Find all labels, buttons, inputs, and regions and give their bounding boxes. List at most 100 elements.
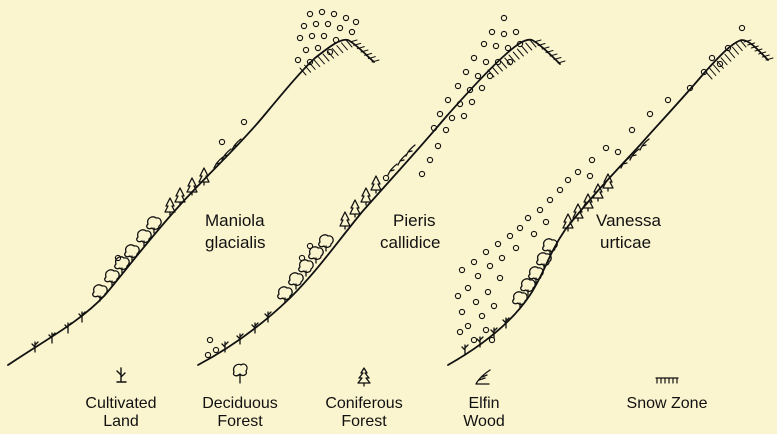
mountain-slope-2: [198, 40, 560, 365]
mountain-panel-3: Vanessa urticae: [448, 25, 773, 365]
legend-label-cultivated-1: Cultivated: [85, 395, 156, 412]
butterfly-dot: [349, 29, 354, 34]
legend-label-deciduous-2: Forest: [217, 413, 263, 430]
butterfly-dot: [709, 55, 714, 60]
butterfly-dot: [303, 47, 308, 52]
butterfly-dot: [313, 21, 318, 26]
butterfly-dot: [437, 111, 442, 116]
butterfly-dot: [435, 143, 440, 148]
butterfly-dot: [473, 299, 478, 304]
butterfly-dot: [295, 57, 300, 62]
elfin-wood-icon: [476, 370, 490, 384]
legend-item-elfin-wood: Elfin Wood: [463, 370, 505, 430]
butterfly-dot: [463, 69, 468, 74]
butterfly-dot: [483, 249, 488, 254]
cult-tree-mark: [503, 318, 509, 328]
butterfly-dot: [207, 337, 212, 342]
decid-tree-mark: [278, 287, 292, 303]
butterfly-dot: [331, 11, 336, 16]
snow-hatch-mark: [341, 43, 347, 50]
butterfly-dot: [557, 187, 562, 192]
butterfly-dot: [299, 255, 304, 260]
butterfly-dot: [461, 113, 466, 118]
butterfly-dot: [495, 241, 500, 246]
butterfly-dot: [505, 45, 510, 50]
snow-hatch-mark: [323, 54, 329, 61]
butterfly-dot: [343, 15, 348, 20]
decid-tree-mark: [537, 253, 551, 269]
butterfly-dot: [307, 243, 312, 248]
butterfly-dot: [513, 29, 518, 34]
butterfly-dot: [487, 263, 492, 268]
butterfly-dot: [383, 175, 388, 180]
butterfly-dot: [491, 303, 496, 308]
legend: Cultivated Land Deciduous Forest Conifer…: [85, 364, 707, 430]
conifer-tree-icon: [358, 368, 370, 386]
butterfly-dot: [537, 207, 542, 212]
butterfly-dot: [443, 127, 448, 132]
conifer-tree-mark: [187, 178, 197, 195]
species-name-2: Pieris: [393, 211, 436, 230]
mountain-slope-3: [448, 40, 768, 365]
legend-label-snow-1: Snow Zone: [627, 395, 708, 412]
butterfly-dot: [455, 293, 460, 298]
butterfly-dot: [325, 21, 330, 26]
cult-tree-mark: [252, 323, 258, 333]
butterfly-dot: [587, 173, 592, 178]
butterfly-dot: [213, 347, 218, 352]
butterfly-dot: [219, 139, 224, 144]
elfin-tree-mark: [621, 157, 630, 168]
cultivated-land-icon: [117, 368, 126, 382]
snow-hatch-mark: [492, 67, 498, 74]
butterfly-dot: [479, 313, 484, 318]
butterfly-dot: [465, 285, 470, 290]
butterfly-dot: [315, 45, 320, 50]
snow-hatch-mark: [729, 51, 735, 58]
butterfly-dot: [565, 177, 570, 182]
conifer-tree-mark: [371, 176, 381, 193]
snow-hatch-mark: [710, 68, 716, 75]
species-name-1: Maniola: [205, 211, 265, 230]
snow-hatch-mark: [501, 61, 507, 68]
butterfly-dot: [465, 323, 470, 328]
legend-item-cultivated-land: Cultivated Land: [85, 368, 156, 430]
butterfly-dot: [481, 41, 486, 46]
butterfly-dot: [665, 97, 670, 102]
snow-hatch-mark: [517, 49, 523, 56]
mountain-slope-1: [8, 40, 374, 365]
snow-hatch-mark: [736, 44, 742, 51]
species-name-1b: glacialis: [205, 233, 265, 252]
decid-tree-mark: [137, 230, 151, 246]
conifer-tree-mark: [361, 188, 371, 205]
butterfly-dot: [647, 111, 652, 116]
butterfly-dot: [475, 73, 480, 78]
butterfly-dot: [615, 149, 620, 154]
butterfly-dot: [333, 37, 338, 42]
conifer-tree-mark: [175, 188, 185, 205]
mountain-panel-2: Pieris callidice: [198, 15, 565, 365]
conifer-tree-mark: [165, 198, 175, 215]
snow-hatch-mark: [513, 52, 519, 59]
elfin-tree-mark: [232, 139, 241, 150]
butterfly-occurrence-dots-2: [205, 15, 522, 357]
butterfly-dot: [547, 197, 552, 202]
legend-item-snow-zone: Snow Zone: [627, 378, 708, 412]
butterfly-dot: [489, 337, 494, 342]
decid-tree-mark: [513, 292, 527, 308]
butterfly-dot: [543, 219, 548, 224]
butterfly-dot: [445, 97, 450, 102]
butterfly-dot: [497, 275, 502, 280]
butterfly-dot: [575, 169, 580, 174]
butterfly-dot: [459, 267, 464, 272]
butterfly-dot: [485, 289, 490, 294]
butterfly-dot: [469, 99, 474, 104]
butterfly-dot: [479, 85, 484, 90]
butterfly-dot: [459, 309, 464, 314]
butterfly-dot: [499, 255, 504, 260]
legend-item-deciduous-forest: Deciduous Forest: [202, 364, 278, 430]
butterfly-dot: [309, 33, 314, 38]
butterfly-dot: [353, 19, 358, 24]
mountain-panel-1: Maniola glacialis: [8, 9, 379, 365]
species-name-3: Vanessa: [596, 211, 661, 230]
